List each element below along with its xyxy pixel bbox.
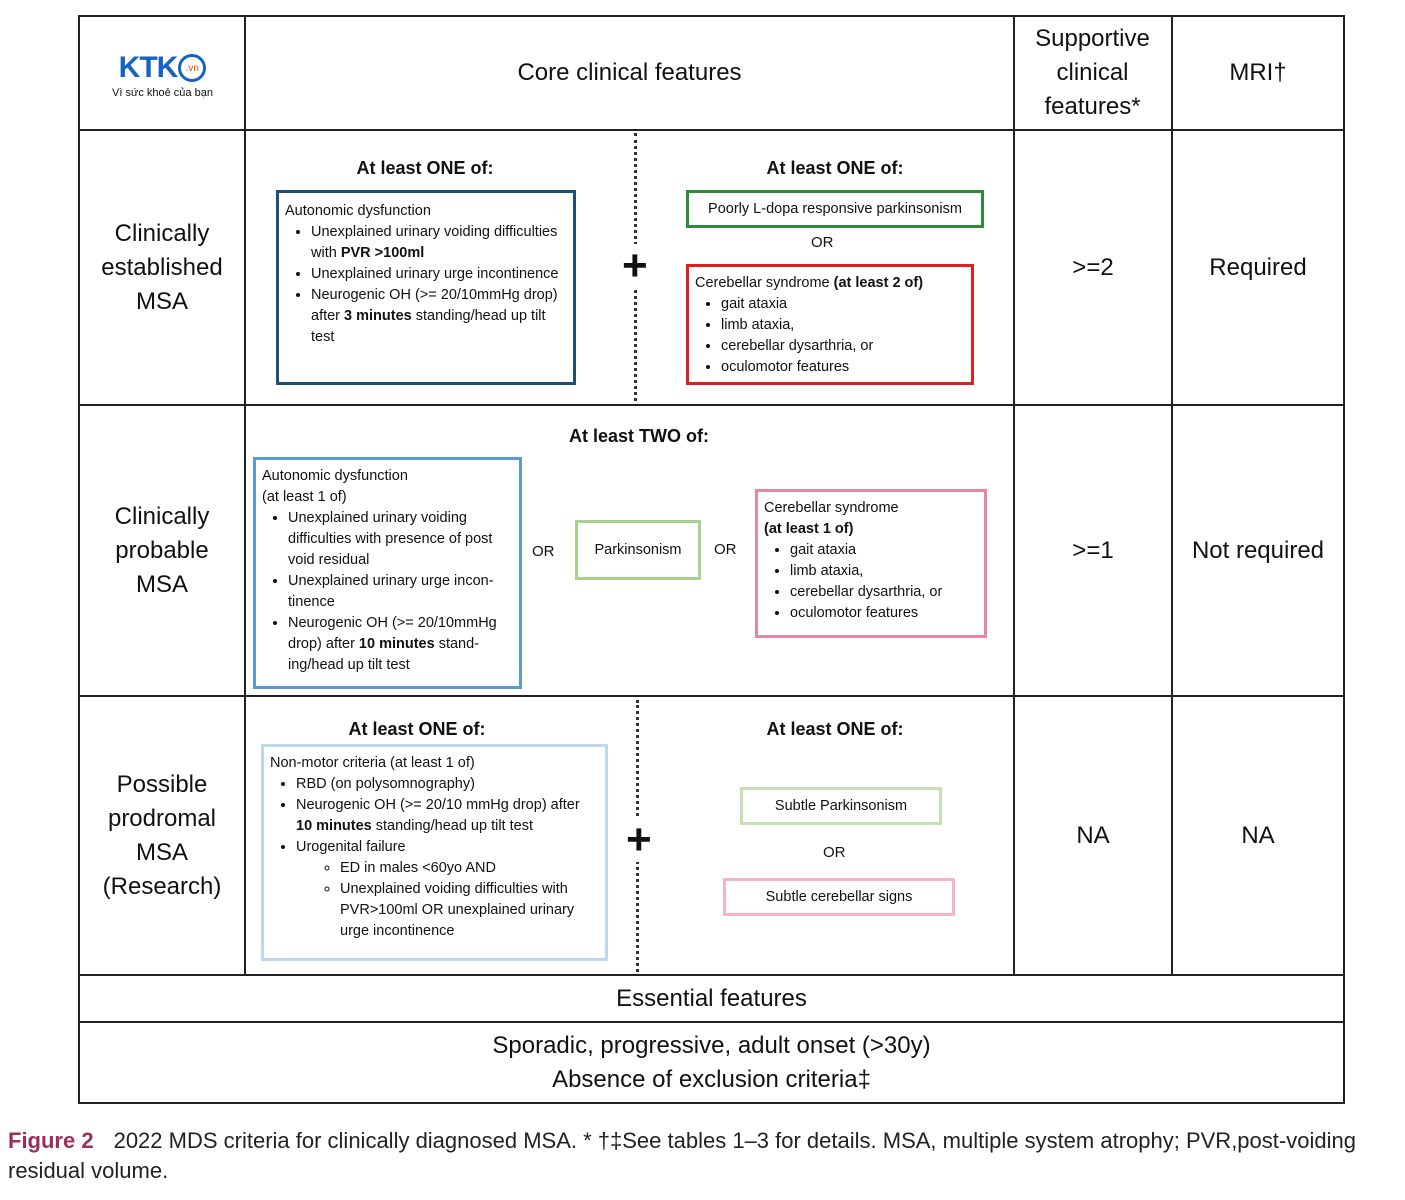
list-item: Unexplained urinary voiding difficulties… [288, 508, 511, 571]
established-autonomic-list: Unexplained urinary voiding difficul­tie… [285, 222, 565, 348]
established-right-heading: At least ONE of: [766, 157, 904, 178]
list-item: Neurogenic OH (>= 20/10mmHg drop) after … [311, 285, 565, 348]
established-autonomic-title: Autonomic dysfunction [285, 203, 431, 219]
list-item: Unexplained voiding difficulties with PV… [340, 879, 597, 942]
header-supportive: Supportive clinical features* [1035, 25, 1150, 120]
prodromal-nonmotor-title: Non-motor criteria (at least 1 of) [270, 755, 475, 771]
established-or: OR [811, 234, 834, 251]
established-parkinsonism-box: Poorly L-dopa responsive parkinsonism [686, 190, 984, 228]
prodromal-plus: + [624, 815, 654, 864]
list-item: Unexplained urinary urge inconti­nence [311, 264, 565, 285]
header-core: Core clinical features [517, 59, 742, 86]
essential-line-1: Sporadic, progressive, adult onset (>30y… [492, 1031, 931, 1059]
prodromal-supportive: NA [1076, 821, 1110, 849]
figure-label: Figure 2 [8, 1128, 94, 1153]
logo: KTK .vn Vì sức khoẻ của bạn [90, 40, 235, 110]
list-item: oculomotor features [790, 603, 976, 624]
prodromal-mri: NA [1241, 821, 1275, 849]
list-item: gait ataxia [790, 540, 976, 561]
probable-mri: Not required [1191, 536, 1325, 564]
row-label-probable: Clinically probable MSA [114, 502, 210, 598]
list-item: oculomotor features [721, 357, 963, 378]
established-cerebellar-box: Cerebellar syndrome (at least 2 of) gait… [686, 264, 974, 385]
list-item: Neurogenic OH (>= 20/10 mmHg drop) after… [296, 795, 597, 837]
probable-cerebellar-title: Cerebellar syndrome [764, 500, 899, 516]
figure-caption-text: 2022 MDS criteria for clinically diagnos… [8, 1128, 1356, 1183]
probable-or-1: OR [532, 543, 555, 560]
essential-content: Sporadic, progressive, adult onset (>30y… [80, 1023, 1343, 1102]
probable-or-2: OR [714, 541, 737, 558]
probable-supportive: >=1 [1072, 536, 1114, 564]
probable-cerebellar-list: gait ataxia limb ataxia, cerebellar dysa… [764, 540, 976, 624]
list-item: Urogenital failure ED in males <60yo AND… [296, 837, 597, 942]
probable-heading: At least TWO of: [569, 425, 709, 446]
list-item: RBD (on polysomnography) [296, 774, 597, 795]
list-item: cerebellar dysarthria, or [790, 582, 976, 603]
prodromal-subtle-cerebellar-box: Subtle cerebellar signs [723, 878, 955, 916]
established-plus: + [620, 241, 650, 290]
prodromal-subtle-parkinsonism-box: Subtle Parkinsonism [740, 787, 942, 825]
essential-title: Essential features [616, 984, 807, 1012]
list-item: cerebellar dysarthria, or [721, 336, 963, 357]
list-item: ED in males <60yo AND [340, 858, 597, 879]
established-mri: Required [1209, 253, 1307, 281]
prodromal-nonmotor-box: Non-motor criteria (at least 1 of) RBD (… [261, 744, 608, 961]
list-item: limb ataxia, [721, 315, 963, 336]
list-item: gait ataxia [721, 294, 963, 315]
established-cerebellar-list: gait ataxia limb ataxia, cerebellar dysa… [695, 294, 963, 378]
probable-autonomic-list: Unexplained urinary voiding difficulties… [262, 508, 511, 676]
probable-parkinsonism-box: Parkinsonism [575, 520, 701, 580]
logo-tagline: Vì sức khoẻ của bạn [112, 87, 213, 99]
probable-autonomic-sub: (at least 1 of) [262, 489, 347, 505]
row-label-established: Clinically established MSA [101, 219, 223, 315]
row-label-prodromal: Possible prodromal MSA (Research) [102, 770, 222, 900]
established-left-heading: At least ONE of: [356, 157, 494, 178]
probable-cerebellar-sub: (at least 1 of) [764, 521, 854, 537]
prodromal-or: OR [823, 844, 846, 861]
established-supportive: >=2 [1072, 253, 1114, 281]
list-item: Unexplained urinary urge incon­tinence [288, 571, 511, 613]
prodromal-urogenital-list: ED in males <60yo AND Unexplained voidin… [296, 858, 597, 942]
header-mri: MRI† [1229, 59, 1287, 86]
established-cerebellar-title: Cerebellar syndrome (at least 2 of) [695, 275, 924, 291]
prodromal-right-heading: At least ONE of: [766, 718, 904, 739]
probable-autonomic-box: Autonomic dysfunction (at least 1 of) Un… [253, 457, 522, 689]
probable-autonomic-title: Autonomic dysfunction [262, 468, 408, 484]
established-autonomic-box: Autonomic dysfunction Unexplained urinar… [276, 190, 576, 385]
logo-badge: .vn [178, 54, 207, 82]
prodromal-left-heading: At least ONE of: [348, 718, 486, 739]
list-item: limb ataxia, [790, 561, 976, 582]
list-item: Unexplained urinary voiding difficul­tie… [311, 222, 565, 264]
list-item: Neurogenic OH (>= 20/10mmHg drop) after … [288, 613, 511, 676]
essential-line-2: Absence of exclusion criteria‡ [552, 1065, 871, 1093]
logo-brand: KTK [118, 51, 179, 84]
probable-cerebellar-box: Cerebellar syndrome (at least 1 of) gait… [755, 489, 987, 638]
prodromal-nonmotor-list: RBD (on polysomnography) Neurogenic OH (… [270, 774, 597, 942]
